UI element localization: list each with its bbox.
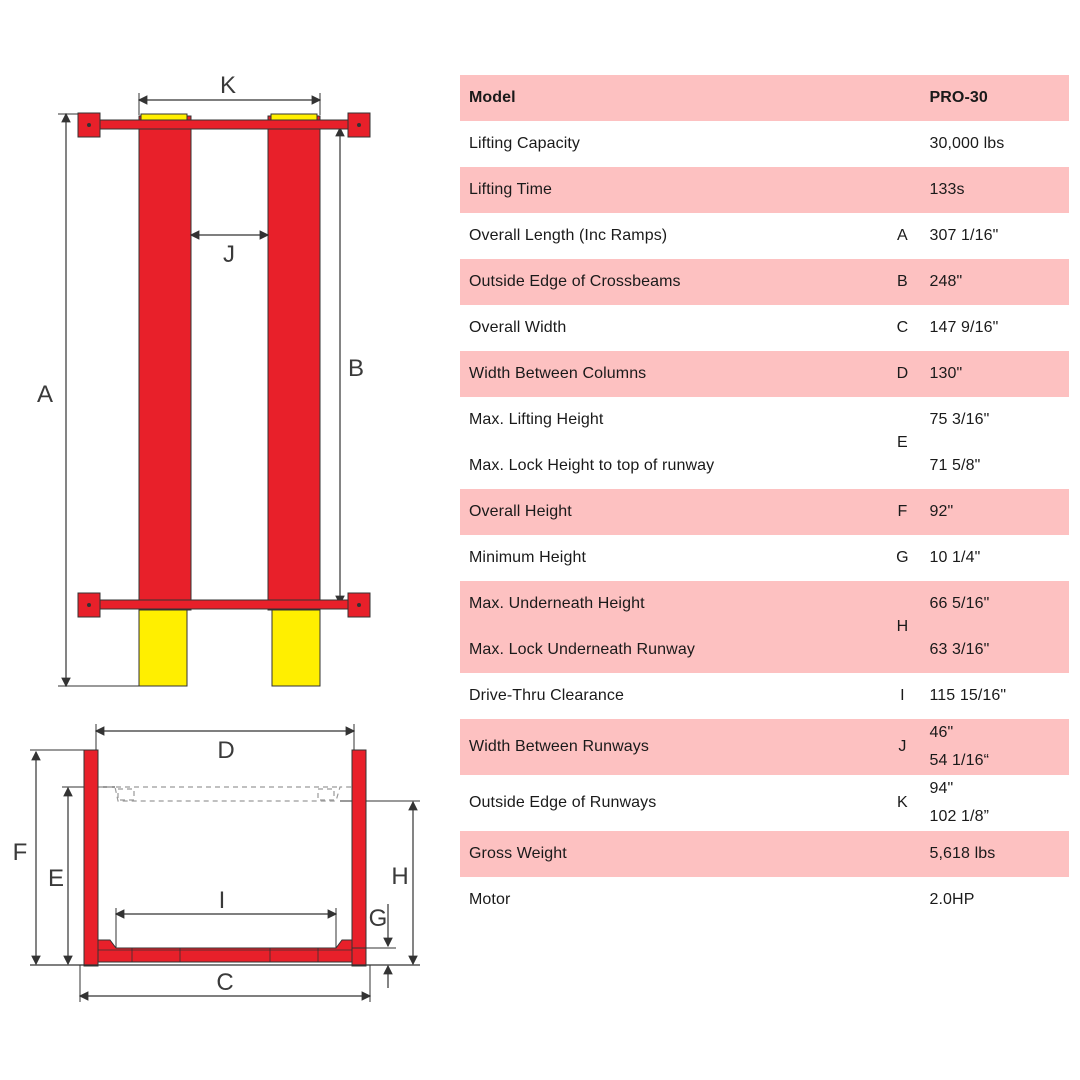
row-name: Outside Edge of Runways <box>469 794 657 811</box>
table-row: Gross Weight 5,618 lbs <box>460 831 1069 877</box>
row-value: 71 5/8" <box>929 457 981 474</box>
row-value: 92" <box>920 489 1069 535</box>
header-model-label: Model <box>460 75 885 121</box>
table-row: Drive-Thru Clearance I 115 15/16" <box>460 673 1069 719</box>
header-model-value: PRO-30 <box>920 75 1069 121</box>
table-row: Minimum Height G 10 1/4" <box>460 535 1069 581</box>
dim-label-b: B <box>348 355 364 382</box>
row-name: Overall Height <box>460 489 885 535</box>
dim-label-h: H <box>391 863 408 890</box>
row-value: 10 1/4" <box>929 549 981 566</box>
row-value: 46" 54 1/16“ <box>920 719 1069 775</box>
row-value: 130" <box>920 351 1069 397</box>
row-name: Max. Underneath Height <box>460 581 885 627</box>
row-name: Max. Lock Underneath Runway <box>460 627 885 673</box>
row-value: 94" 102 1/8” <box>921 775 1070 831</box>
row-code: G <box>896 549 909 566</box>
row-code: D <box>884 351 921 397</box>
row-value: 30,000 lbs <box>929 135 1005 152</box>
table-row: Lifting Capacity 30,000 lbs <box>460 121 1069 167</box>
row-code: I <box>900 687 905 704</box>
row-value: 115 15/16" <box>929 687 1007 704</box>
dim-label-e: E <box>48 865 64 892</box>
table-row: Max. Lifting Height E 75 3/16" <box>460 397 1069 451</box>
row-name: Lifting Time <box>460 167 885 213</box>
table-row: Width Between Runways J 46" 54 1/16“ <box>460 719 1069 775</box>
table-row: Outside Edge of Crossbeams B 248" <box>460 259 1069 305</box>
table-row: Overall Width C 147 9/16" <box>460 305 1069 351</box>
dim-label-c: C <box>216 969 233 996</box>
row-code: A <box>897 227 908 244</box>
row-code <box>884 831 921 877</box>
row-value: 133s <box>920 167 1069 213</box>
row-name: Motor <box>469 891 511 908</box>
row-value: 147 9/16" <box>929 319 999 336</box>
row-value-line: 94" <box>929 780 954 797</box>
table-row: Lifting Time 133s <box>460 167 1069 213</box>
row-name: Width Between Runways <box>460 719 885 775</box>
row-value: 2.0HP <box>929 891 975 908</box>
front-view: D F E H I <box>13 724 420 1002</box>
row-name: Max. Lock Height to top of runway <box>469 457 715 474</box>
row-value: 75 3/16" <box>929 411 990 428</box>
row-name: Minimum Height <box>469 549 586 566</box>
row-value-line: 46" <box>929 724 954 741</box>
dim-label-g: G <box>369 905 388 932</box>
table-row: Width Between Columns D 130" <box>460 351 1069 397</box>
row-code: E <box>897 434 908 451</box>
row-name: Drive-Thru Clearance <box>469 687 624 704</box>
top-view: K A B J <box>37 72 371 688</box>
table-row: Max. Underneath Height H 66 5/16" <box>460 581 1069 673</box>
row-name: Max. Lifting Height <box>469 411 604 428</box>
row-name: Width Between Columns <box>460 351 885 397</box>
row-value: 5,618 lbs <box>920 831 1069 877</box>
row-value-line: 102 1/8” <box>929 808 990 825</box>
dim-label-a: A <box>37 381 53 408</box>
table-row: Overall Height F 92" <box>460 489 1069 535</box>
dim-label-d: D <box>217 737 234 764</box>
table-header-row: Model PRO-30 <box>460 75 1069 121</box>
row-name: Gross Weight <box>460 831 885 877</box>
row-value-line: 54 1/16“ <box>929 752 990 769</box>
row-value: 66 5/16" <box>920 581 1069 627</box>
table-row: Max. Lock Underneath Runway 63 3/16" <box>460 627 1069 673</box>
spec-table: Model PRO-30 Lifting Capacity 30,000 lbs… <box>460 75 1069 923</box>
dim-label-k: K <box>220 72 236 99</box>
row-value: 248" <box>920 259 1069 305</box>
row-value: 307 1/16" <box>929 227 999 244</box>
row-code: H <box>884 581 921 673</box>
row-code <box>884 121 920 167</box>
lift-dimension-diagram: K A B J D <box>13 72 420 1002</box>
row-code: K <box>897 794 908 811</box>
dim-label-i: I <box>219 887 226 914</box>
row-code: B <box>884 259 921 305</box>
row-code <box>884 167 921 213</box>
row-name: Overall Width <box>469 319 567 336</box>
row-value: 63 3/16" <box>920 627 1069 673</box>
row-name: Lifting Capacity <box>469 135 580 152</box>
table-row: Outside Edge of Runways K 94" 102 1/8” <box>460 775 1069 831</box>
dim-label-f: F <box>13 839 28 866</box>
dim-label-j: J <box>223 241 235 268</box>
row-name: Overall Length (Inc Ramps) <box>469 227 668 244</box>
table-row: Overall Length (Inc Ramps) A 307 1/16" <box>460 213 1069 259</box>
row-code: C <box>896 319 909 336</box>
header-code <box>884 75 921 121</box>
row-code <box>884 877 920 923</box>
row-name: Outside Edge of Crossbeams <box>460 259 885 305</box>
table-row: Motor 2.0HP <box>460 877 1069 923</box>
row-code: F <box>884 489 921 535</box>
table-row: Max. Lock Height to top of runway 71 5/8… <box>460 443 1069 489</box>
row-code: J <box>884 719 921 775</box>
